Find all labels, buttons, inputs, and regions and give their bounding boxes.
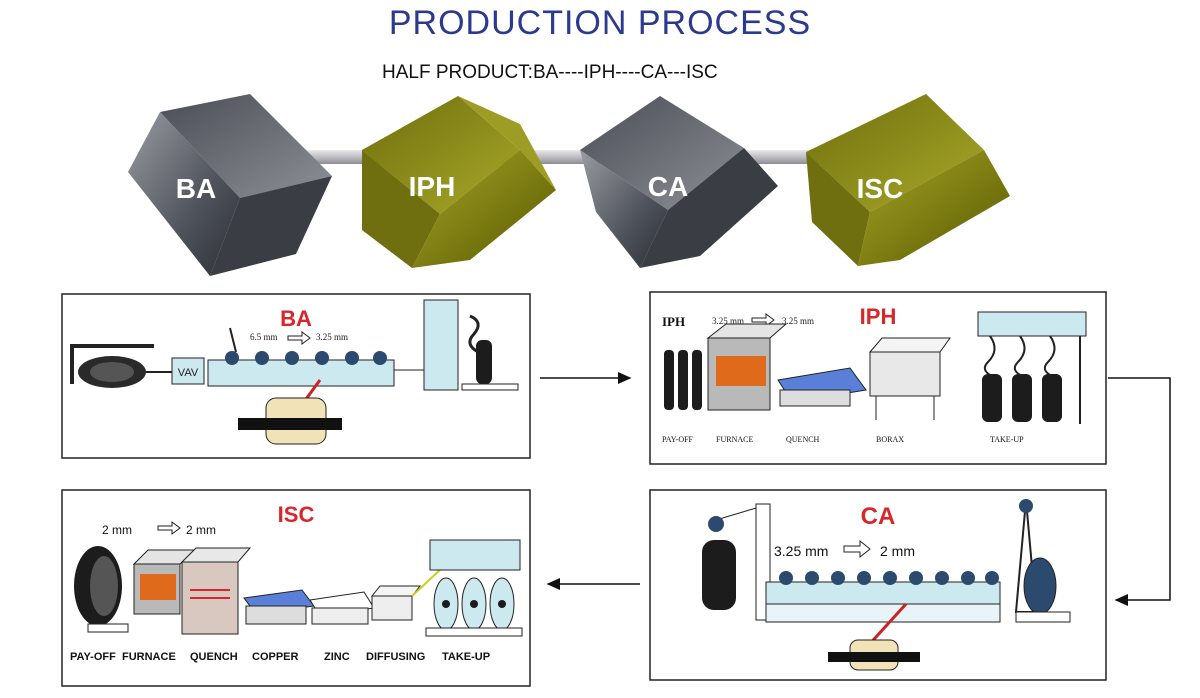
iph-stage-borax: BORAX [876, 435, 904, 444]
panel-isc-size-from: 2 mm [102, 523, 132, 537]
panel-iph-title: IPH [860, 304, 897, 329]
panel-isc: ISC 2 mm 2 mm [61, 489, 531, 687]
iph-stage-takeup: TAKE-UP [990, 435, 1024, 444]
svg-text:VAV: VAV [178, 367, 199, 379]
isc-stage-furnace: FURNACE [122, 651, 176, 663]
panel-iph: IPH IPH 3.25 mm 3.25 mm [649, 291, 1107, 465]
panel-ba-size-from: 6.5 mm [250, 332, 278, 342]
flow-arrow-iph-ca [1108, 377, 1171, 606]
iph-stage-quench: QUENCH [786, 435, 820, 444]
panel-ba-size-to: 3.25 mm [316, 332, 348, 342]
page-title: PRODUCTION PROCESS [388, 4, 812, 42]
iph-stage-payoff: PAY-OFF [662, 435, 694, 444]
isc-stage-takeup: TAKE-UP [442, 651, 490, 663]
panel-ca-size-to: 2 mm [880, 543, 915, 559]
cube-isc-label: ISC [857, 173, 904, 204]
cube-isc: ISC [806, 94, 1010, 266]
isc-stage-copper: COPPER [252, 651, 299, 663]
cube-ba: BA [128, 94, 332, 276]
panel-ca-title: CA [861, 503, 896, 530]
isc-stage-diffusing: DIFFUSING [366, 651, 425, 663]
panel-iph-size-to: 3.25 mm [782, 316, 814, 326]
panel-ca: CA 3.25 mm 2 mm [649, 489, 1107, 681]
cube-ca-label: CA [648, 171, 688, 202]
cube-iph-label: IPH [409, 171, 456, 202]
panel-ca-size-from: 3.25 mm [774, 543, 828, 559]
isc-stage-quench: QUENCH [190, 651, 238, 663]
panel-ba: BA VAV 6.5 mm 3.25 mm [61, 293, 531, 459]
cube-iph: IPH [362, 96, 556, 268]
cube-ca: CA [580, 96, 778, 268]
page-subtitle: HALF PRODUCT:BA----IPH----CA---ISC [382, 62, 718, 83]
panel-isc-title: ISC [278, 502, 315, 527]
panel-ba-title: BA [280, 306, 312, 331]
panel-iph-size-from: 3.25 mm [712, 316, 744, 326]
panel-iph-prefix: IPH [662, 314, 685, 329]
cube-ba-label: BA [176, 173, 216, 204]
panel-isc-size-to: 2 mm [186, 523, 216, 537]
iph-stage-furnace: FURNACE [716, 435, 753, 444]
isc-stage-payoff: PAY-OFF [70, 651, 116, 663]
isc-stage-zinc: ZINC [324, 651, 350, 663]
